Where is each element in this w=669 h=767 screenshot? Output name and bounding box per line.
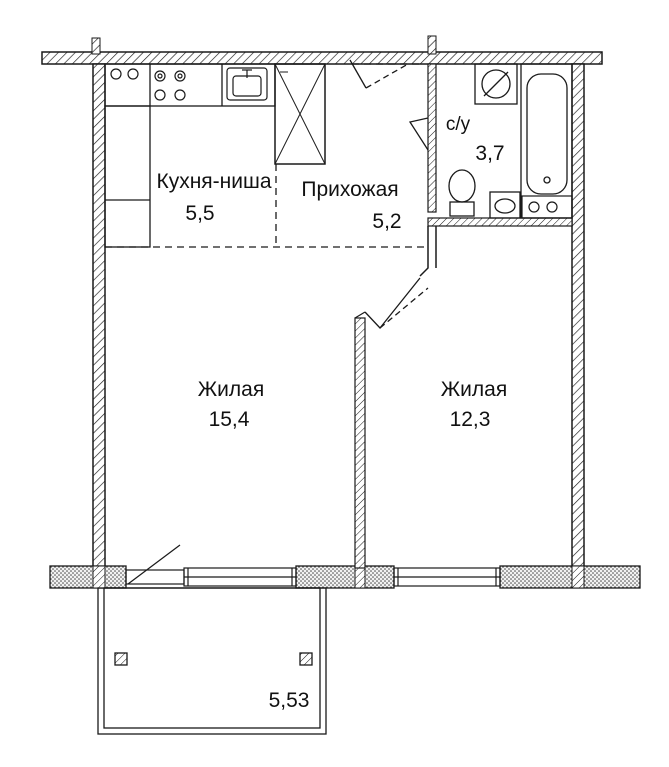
bath-counter-icon [521, 195, 573, 219]
exterior-wall-top [41, 35, 603, 65]
room-name-bath: с/у [446, 114, 471, 135]
kitchen-sink-icon [226, 67, 268, 101]
room-name-hall: Прихожая [301, 178, 398, 201]
entrance-door [349, 59, 409, 89]
bathroom-fixtures [474, 63, 518, 105]
window-2 [393, 567, 501, 587]
room-name-kitchen: Кухня-ниша [156, 170, 271, 193]
washbasin-icon [489, 191, 521, 219]
exterior-wall-bottom [49, 565, 641, 589]
exterior-wall-right [571, 63, 585, 569]
room-area-living-1: 15,4 [209, 408, 250, 431]
bathroom-door [408, 117, 429, 151]
balcony-area: 5,53 [269, 689, 310, 712]
room-area-living-2: 12,3 [450, 408, 491, 431]
stove-icon [154, 70, 186, 101]
balcony-door [125, 544, 185, 585]
exterior-wall-left [92, 63, 106, 569]
zoning-lines [105, 63, 428, 248]
room-area-kitchen: 5,5 [185, 202, 214, 225]
bathtub-icon [520, 63, 573, 219]
room-name-living-2: Жилая [441, 378, 507, 401]
balcony [97, 587, 327, 735]
room-name-living-1: Жилая [198, 378, 264, 401]
room-area-hall: 5,2 [372, 210, 401, 233]
interior-walls [274, 63, 573, 569]
washer-icon [110, 68, 139, 80]
window-1 [183, 567, 297, 587]
room-door [364, 277, 429, 329]
toilet-icon [448, 169, 476, 217]
room-area-bath: 3,7 [475, 142, 504, 165]
kitchen-counter [104, 63, 276, 248]
